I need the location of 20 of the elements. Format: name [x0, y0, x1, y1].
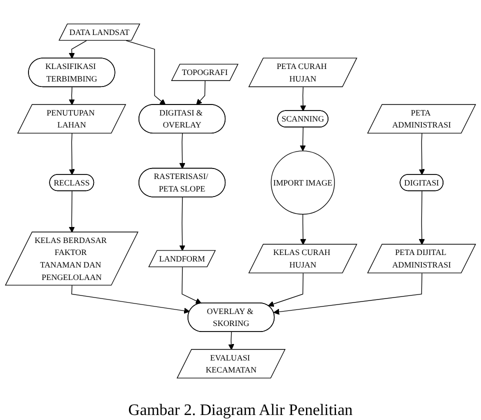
arrow — [418, 133, 425, 175]
arrow — [68, 133, 75, 175]
arrow — [179, 133, 186, 169]
arrow — [71, 285, 190, 314]
arrow — [68, 86, 75, 106]
arrow — [418, 190, 425, 245]
arrow — [300, 214, 306, 245]
arrow — [300, 86, 306, 112]
arrow — [179, 196, 186, 252]
arrow — [300, 127, 306, 152]
arrow — [68, 190, 75, 233]
arrow — [182, 266, 202, 304]
arrow — [273, 272, 422, 315]
arrow — [228, 332, 234, 350]
arrow — [268, 272, 304, 307]
node-circle: IMPORT IMAGE — [270, 150, 335, 215]
arrow — [126, 40, 166, 106]
arrow — [196, 80, 206, 106]
figure-caption: Gambar 2. Diagram Alir Penelitian — [128, 402, 353, 420]
arrow — [68, 40, 87, 59]
